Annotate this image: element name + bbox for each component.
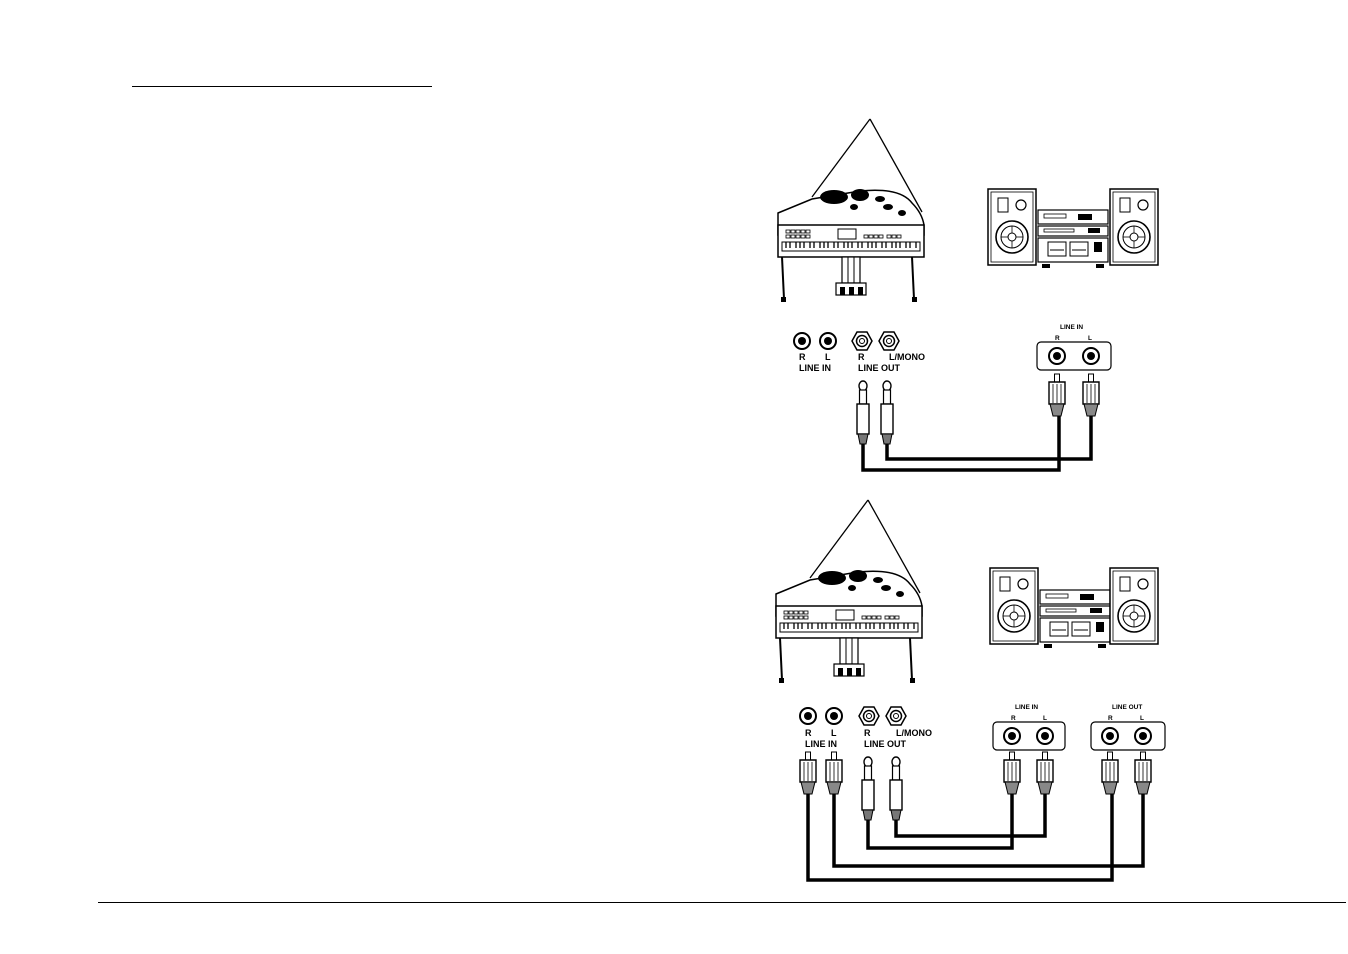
- line-out-r-label: R: [858, 352, 865, 362]
- stereo-line-in-jack-l-2: [1036, 727, 1054, 745]
- stereo-line-out-jack-l-2: [1134, 727, 1152, 745]
- phone-plug-r-1: [856, 380, 870, 445]
- stereo-system-2: [989, 567, 1159, 649]
- piano-illustration-1: [777, 118, 925, 303]
- stereo-line-in-title-2: LINE IN: [1015, 704, 1038, 711]
- line-out-lmono-label-2: L/MONO: [896, 728, 932, 738]
- line-in-l-label: L: [825, 352, 831, 362]
- stereo-line-out-jack-r-2: [1101, 727, 1119, 745]
- piano-line-in-jacks-2: [799, 707, 843, 725]
- header-rule: [132, 86, 432, 87]
- line-out-lmono-label: L/MONO: [889, 352, 925, 362]
- line-out-title-2: LINE OUT: [864, 739, 907, 749]
- stereo-line-in-r: R: [1055, 335, 1060, 342]
- stereo-system-1: [987, 188, 1159, 269]
- line-in-r-label: R: [799, 352, 806, 362]
- piano-illustration-2: [775, 499, 923, 684]
- stereo-line-in-l: L: [1088, 335, 1092, 342]
- phone-plug-l-2: [889, 756, 903, 821]
- stereo-line-in-jack-r-2: [1003, 727, 1021, 745]
- stereo-line-in-title: LINE IN: [1060, 324, 1083, 331]
- cables-2: [806, 794, 1145, 882]
- piano-line-out-jacks-2: [858, 706, 907, 726]
- line-in-title: LINE IN: [799, 363, 831, 373]
- line-in-l-label-2: L: [831, 728, 837, 738]
- stereo-line-in-r-2: R: [1011, 715, 1016, 722]
- rca-plug-piano-in-l: [825, 751, 843, 795]
- footer-rule: [98, 902, 1346, 903]
- rca-plug-stereo-out-r: [1101, 751, 1119, 795]
- stereo-line-in-jack-r: [1048, 347, 1066, 365]
- rca-plug-l-1: [1082, 373, 1100, 417]
- line-out-r-label-2: R: [864, 728, 871, 738]
- stereo-line-out-l-2: L: [1140, 715, 1144, 722]
- phone-plug-r-2: [861, 756, 875, 821]
- phone-plug-l-1: [880, 380, 894, 445]
- rca-plug-piano-in-r: [799, 751, 817, 795]
- rca-plug-stereo-in-r: [1003, 751, 1021, 795]
- piano-line-out-jacks-1: [851, 331, 900, 351]
- line-in-title-2: LINE IN: [805, 739, 837, 749]
- rca-plug-stereo-out-l: [1134, 751, 1152, 795]
- stereo-line-in-l-2: L: [1043, 715, 1047, 722]
- rca-plug-stereo-in-l: [1036, 751, 1054, 795]
- stereo-line-in-jack-l: [1082, 347, 1100, 365]
- stereo-line-out-title-2: LINE OUT: [1112, 704, 1142, 711]
- line-out-title: LINE OUT: [858, 363, 901, 373]
- line-in-r-label-2: R: [805, 728, 812, 738]
- stereo-line-out-r-2: R: [1108, 715, 1113, 722]
- piano-line-in-jacks-1: [793, 332, 837, 350]
- cables-1: [861, 416, 1093, 472]
- rca-plug-r-1: [1048, 373, 1066, 417]
